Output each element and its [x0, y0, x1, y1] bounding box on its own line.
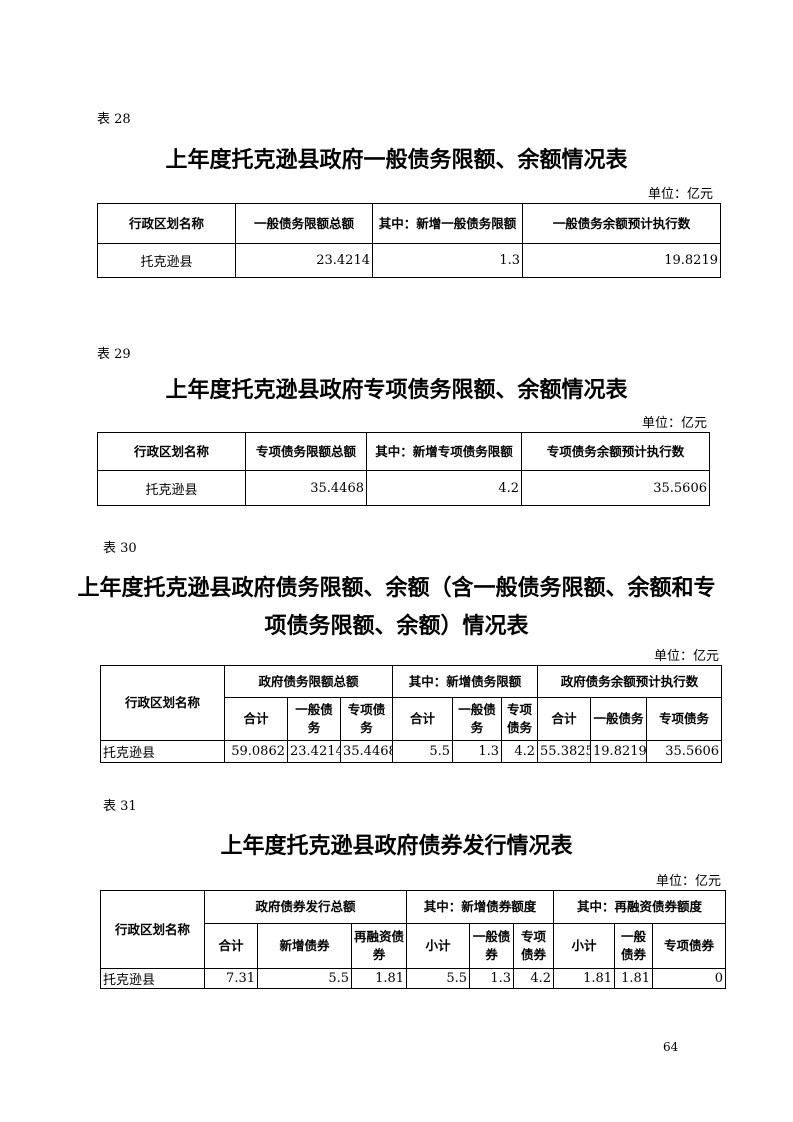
table-row: 托克逊县 59.0862 23.4214 35.4468 5.5 1.3 4.2…: [100, 740, 723, 763]
cell: 5.5: [406, 968, 471, 989]
table-28-unit: 单位：亿元: [647, 187, 713, 202]
cell: 4.2: [501, 740, 539, 763]
cell: 23.4214: [287, 740, 341, 763]
cell: 35.4468: [339, 740, 394, 763]
cell: 35.5606: [646, 740, 723, 763]
cell: 59.0862: [224, 740, 288, 763]
sub-header: 一般债务: [452, 697, 503, 741]
group-header: 其中：再融资债券额度: [553, 890, 727, 924]
cell: 托克逊县: [100, 968, 205, 989]
cell: 1.3: [469, 968, 515, 989]
header-cell: 行政区划名称: [100, 890, 205, 969]
cell: 19.8219: [522, 243, 721, 278]
sub-header: 专项债务: [501, 697, 539, 741]
table-30: 行政区划名称 政府债务限额总额 其中：新增债务限额 政府债务余额预计执行数 合计…: [100, 665, 723, 763]
table-row: 托克逊县 35.4468 4.2 35.5606: [97, 470, 710, 506]
cell: 5.5: [392, 740, 454, 763]
cell: 1.3: [372, 243, 523, 278]
cell: 55.3825: [537, 740, 592, 763]
header-cell: 行政区划名称: [97, 432, 246, 471]
table-29: 行政区划名称 专项债务限额总额 其中：新增专项债务限额 专项债务余额预计执行数 …: [97, 432, 710, 506]
sub-header: 小计: [406, 923, 471, 969]
cell: 35.5606: [521, 470, 710, 506]
sub-header: 合计: [537, 697, 592, 741]
sub-header: 一般债券: [469, 923, 515, 969]
header-cell: 一般债务限额总额: [235, 203, 373, 244]
cell: 4.2: [513, 968, 555, 989]
group-header: 政府债券发行总额: [203, 890, 408, 924]
sub-header: 小计: [553, 923, 616, 969]
cell: 35.4468: [245, 470, 367, 506]
cell: 1.3: [452, 740, 503, 763]
sub-header: 专项债券: [513, 923, 555, 969]
table-29-title: 上年度托克逊县政府专项债务限额、余额情况表: [165, 378, 628, 403]
cell: 23.4214: [235, 243, 373, 278]
table-row: 托克逊县 23.4214 1.3 19.8219: [97, 243, 721, 278]
cell: 1.81: [614, 968, 654, 989]
table-28-label: 表 28: [97, 112, 131, 127]
cell: 5.5: [257, 968, 352, 989]
header-cell: 其中：新增专项债务限额: [366, 432, 522, 471]
cell: 7.31: [204, 968, 258, 989]
cell: 1.81: [553, 968, 616, 989]
group-header: 其中：新增债务限额: [392, 665, 539, 698]
header-cell: 一般债务余额预计执行数: [522, 203, 721, 244]
sub-header: 专项债务: [646, 697, 723, 741]
table-30-unit: 单位：亿元: [653, 649, 719, 664]
cell: 19.8219: [590, 740, 648, 763]
cell: 1.81: [350, 968, 408, 989]
cell: 托克逊县: [97, 470, 246, 506]
table-28: 行政区划名称 一般债务限额总额 其中：新增一般债务限额 一般债务余额预计执行数 …: [97, 203, 721, 278]
group-header: 政府债务余额预计执行数: [537, 665, 723, 698]
sub-header: 新增债券: [257, 923, 352, 969]
table-row: 托克逊县 7.31 5.5 1.81 5.5 1.3 4.2 1.81 1.81…: [100, 968, 727, 989]
group-header: 政府债务限额总额: [223, 665, 394, 698]
sub-header: 一般债务: [590, 697, 648, 741]
page-number: 64: [663, 1040, 679, 1054]
sub-header: 合计: [204, 923, 258, 969]
table-31-label: 表 31: [103, 799, 137, 814]
table-31-unit: 单位：亿元: [655, 874, 721, 889]
cell: 托克逊县: [100, 740, 225, 763]
sub-header: 专项债务: [339, 697, 394, 741]
table-29-label: 表 29: [97, 347, 131, 362]
sub-header: 一般债务: [287, 697, 341, 741]
header-cell: 行政区划名称: [100, 665, 225, 741]
group-header: 其中：新增债券额度: [406, 890, 555, 924]
sub-header: 一般债券: [614, 923, 654, 969]
sub-header: 合计: [392, 697, 454, 741]
cell: 托克逊县: [97, 243, 236, 278]
sub-header: 合计: [224, 697, 288, 741]
table-30-title-line2: 项债务限额、余额）情况表: [264, 614, 529, 639]
table-31-title: 上年度托克逊县政府债券发行情况表: [220, 834, 573, 859]
cell: 0: [652, 968, 727, 989]
table-30-title-line1: 上年度托克逊县政府债务限额、余额（含一般债务限额、余额和专: [77, 576, 716, 601]
table-30-label: 表 30: [103, 541, 137, 556]
table-31: 行政区划名称 政府债券发行总额 其中：新增债券额度 其中：再融资债券额度 合计 …: [100, 890, 727, 989]
sub-header: 再融资债券: [350, 923, 408, 969]
sub-header: 专项债券: [652, 923, 727, 969]
cell: 4.2: [366, 470, 522, 506]
table-28-title: 上年度托克逊县政府一般债务限额、余额情况表: [165, 148, 628, 173]
header-cell: 其中：新增一般债务限额: [372, 203, 523, 244]
header-cell: 专项债务余额预计执行数: [521, 432, 710, 471]
header-cell: 专项债务限额总额: [245, 432, 367, 471]
header-cell: 行政区划名称: [97, 203, 236, 244]
table-29-unit: 单位：亿元: [641, 416, 707, 431]
